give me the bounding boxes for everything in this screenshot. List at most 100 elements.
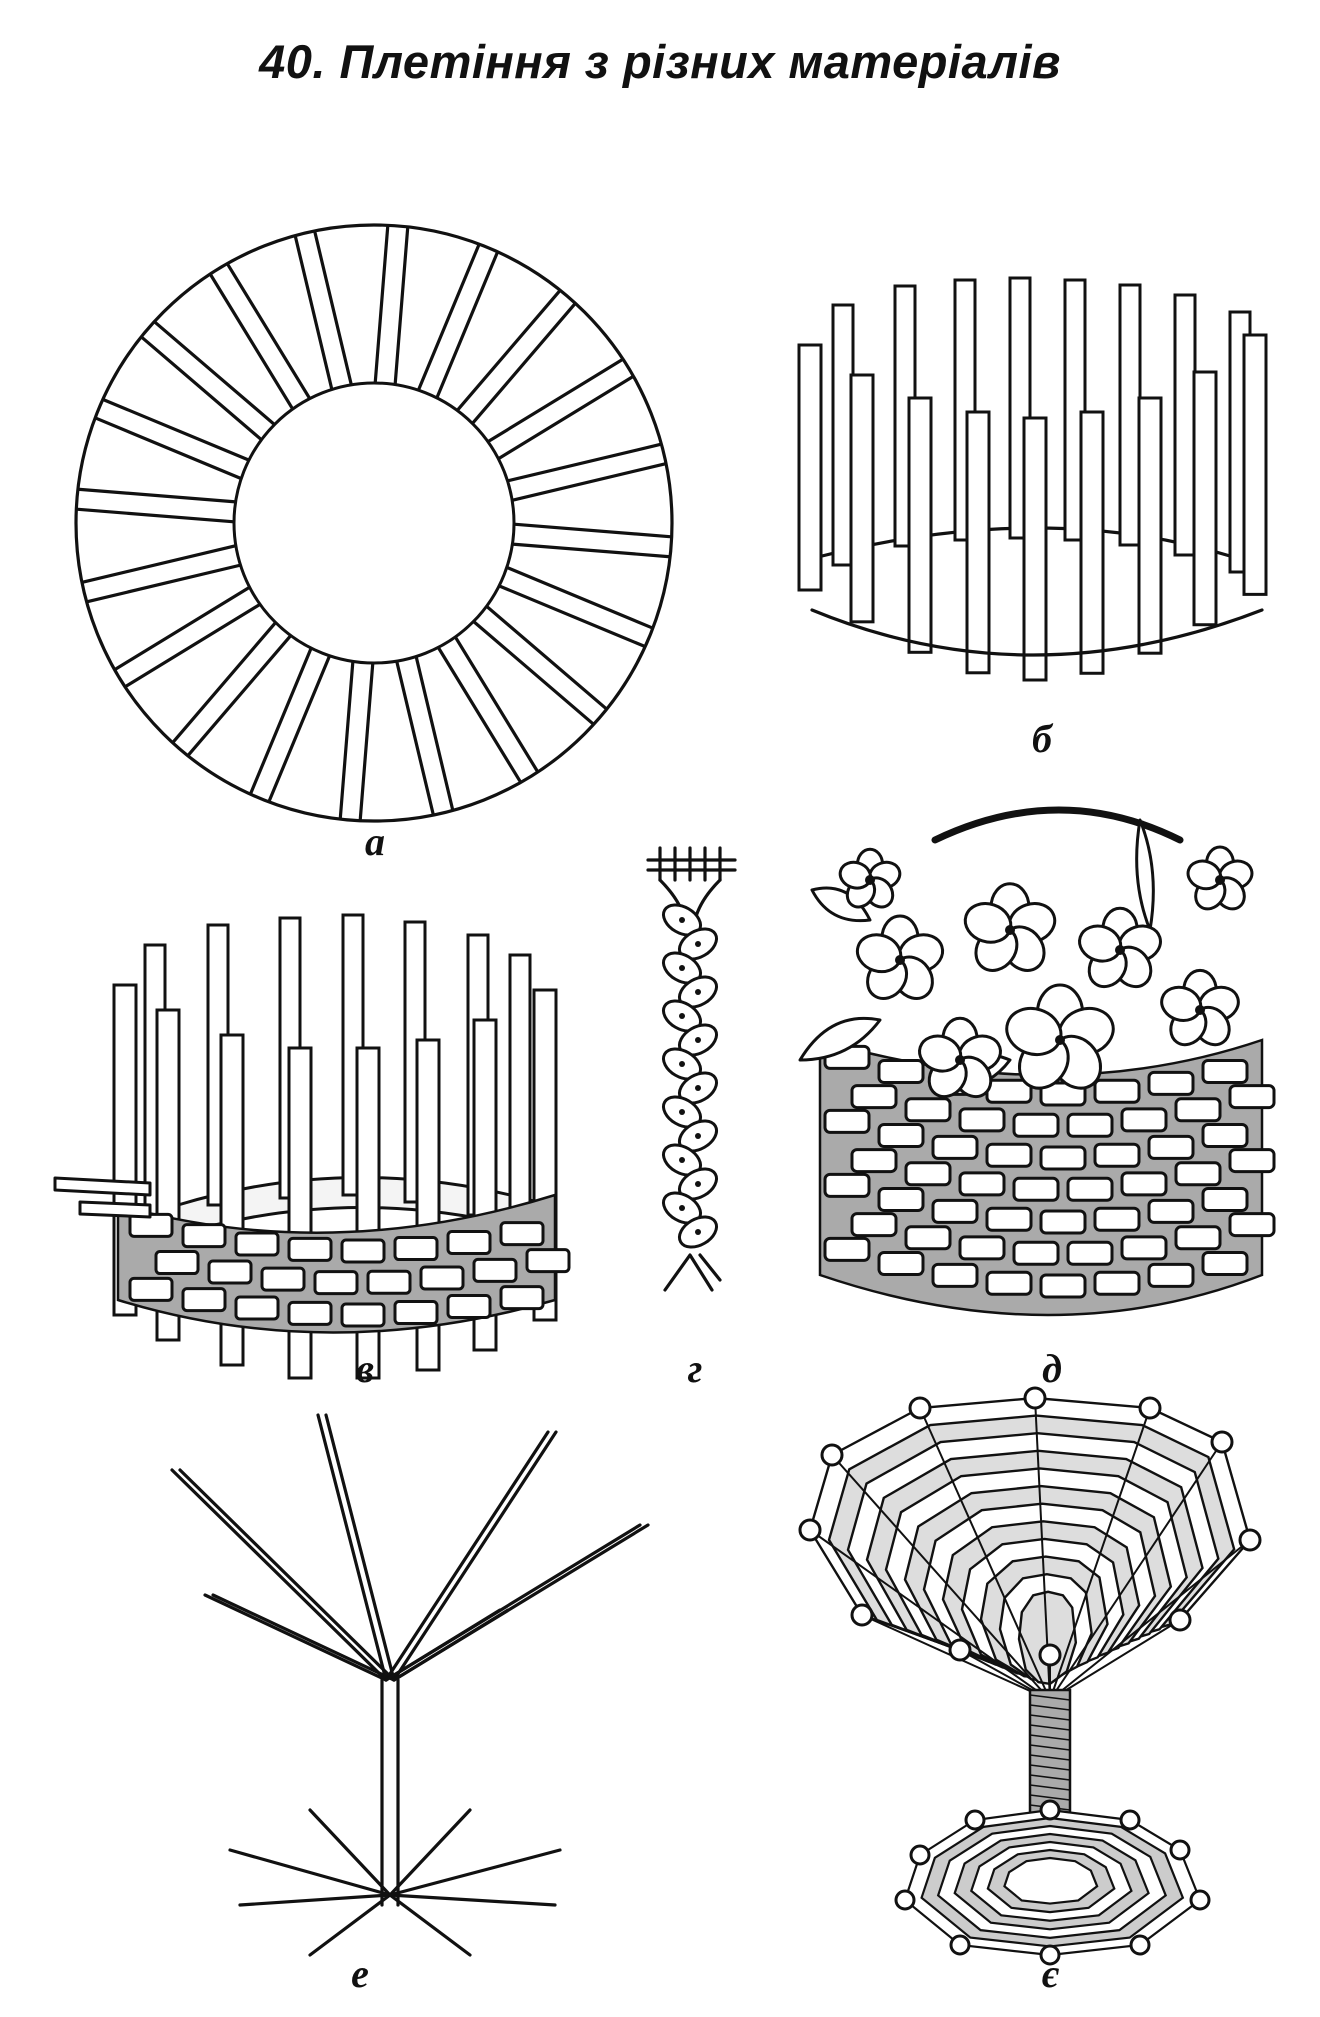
weave-segment	[472, 1257, 518, 1283]
weave-segment	[1120, 1107, 1168, 1133]
ring-strip	[509, 522, 672, 559]
vase-stem-wrap	[1029, 1794, 1071, 1801]
wire-branch	[170, 1468, 388, 1682]
figure-ye-caption: є	[1041, 1951, 1059, 1996]
weave-segment	[877, 1250, 925, 1276]
vase-foot-bead	[894, 1889, 916, 1911]
weave-segment	[1012, 1176, 1060, 1202]
weave-segment	[1093, 1142, 1141, 1168]
flower-center	[895, 955, 905, 965]
stake	[797, 343, 823, 592]
weave-segment	[1066, 1112, 1114, 1138]
vase-rib	[831, 1454, 1051, 1701]
braid-link-dot	[679, 965, 685, 971]
wire-branch	[211, 1593, 396, 1682]
vase-stem-wrap	[1029, 1754, 1071, 1761]
stake	[1137, 396, 1163, 655]
weave-segment	[154, 1250, 200, 1276]
weave-segment	[287, 1300, 333, 1326]
weave-segment	[366, 1269, 412, 1295]
stake	[1022, 416, 1048, 682]
flower-center	[865, 875, 875, 885]
weave-segment	[958, 1235, 1006, 1261]
weave-segment	[904, 1161, 952, 1187]
braid-link-dot	[695, 1133, 701, 1139]
ring-strip	[209, 263, 313, 413]
braid-link-dot	[679, 1205, 685, 1211]
weave-segment	[931, 1262, 979, 1288]
weave-segment	[1147, 1134, 1195, 1160]
vase-stem-wrap	[1029, 1784, 1071, 1791]
vase-foot-bead	[964, 1809, 986, 1831]
wire-branch	[384, 1430, 550, 1682]
ring-strip	[484, 358, 634, 462]
weave-segment	[499, 1285, 545, 1311]
wire-leg	[388, 1808, 472, 1897]
figure-e-caption: е	[351, 1951, 369, 1996]
weave-segment	[904, 1225, 952, 1251]
figure-a-caption: а	[365, 819, 385, 864]
braid-link-dot	[679, 1109, 685, 1115]
wire-branch	[384, 1608, 502, 1682]
wire-leg	[388, 1893, 557, 1907]
wire-branch	[203, 1593, 388, 1682]
flower-center	[1055, 1035, 1065, 1045]
vase-bead	[798, 1518, 822, 1542]
weave-segment	[1093, 1206, 1141, 1232]
weave-segment	[1039, 1209, 1087, 1235]
ring-strip	[293, 231, 354, 393]
flower-center	[1005, 925, 1015, 935]
vase-stem-wrap	[1029, 1714, 1071, 1721]
vase-bead	[1023, 1386, 1047, 1410]
stake	[1079, 410, 1105, 675]
vase-bead	[1138, 1396, 1162, 1420]
braid-link-dot	[679, 1157, 685, 1163]
vase-bead	[850, 1603, 874, 1627]
vase-foot-ring	[1003, 1856, 1099, 1905]
vase-rib	[1049, 1407, 1151, 1701]
weave-segment	[931, 1134, 979, 1160]
wire-branch	[324, 1413, 396, 1682]
vase-rib	[809, 1529, 1051, 1701]
ring-strip	[76, 487, 239, 524]
wire-leg	[238, 1893, 392, 1907]
weave-segment	[1147, 1262, 1195, 1288]
weave-segment	[877, 1122, 925, 1148]
weave-segment	[1066, 1176, 1114, 1202]
flower-center	[1115, 945, 1125, 955]
weave-segment	[340, 1302, 386, 1328]
vase-foot-bead	[1129, 1934, 1151, 1956]
ring-strip	[338, 658, 375, 821]
flower-center	[955, 1055, 965, 1065]
vase-stem-wrap	[1029, 1694, 1071, 1701]
figure-b-caption: б	[1032, 716, 1052, 761]
vase-bead	[1238, 1528, 1262, 1552]
weave-segment	[931, 1198, 979, 1224]
braid-end	[663, 1253, 722, 1292]
weave-segment	[393, 1300, 439, 1326]
vase-stem-wrap	[1029, 1704, 1071, 1711]
weave-segment	[1093, 1078, 1141, 1104]
vase-bead	[820, 1443, 844, 1467]
stake	[1192, 370, 1218, 627]
vase-foot-bead	[1169, 1839, 1191, 1861]
stake	[965, 410, 991, 675]
page-title: 40. Плетіння з різних матеріалів	[259, 35, 1061, 88]
weave-segment	[850, 1084, 898, 1110]
weave-segment	[1147, 1070, 1195, 1096]
weave-segment	[958, 1107, 1006, 1133]
wire-trunk	[380, 1678, 400, 1907]
weave-segment	[234, 1295, 280, 1321]
braid-link-dot	[695, 989, 701, 995]
weave-segment	[260, 1266, 306, 1292]
weave-segment	[1174, 1097, 1222, 1123]
ring-strip	[470, 603, 607, 725]
braid-link-dot	[679, 917, 685, 923]
weave-segment	[181, 1287, 227, 1313]
ring-strip	[394, 653, 455, 815]
weave-segment	[823, 1172, 871, 1198]
ring-strip	[141, 321, 278, 443]
vase-stem-wrap	[1029, 1764, 1071, 1771]
